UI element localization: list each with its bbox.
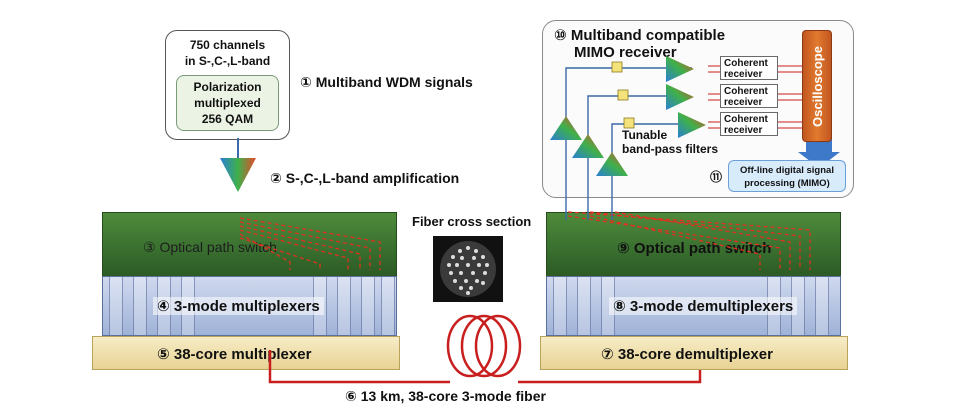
source-line-1: 750 channels — [189, 38, 266, 52]
mux3-label: ④ 3-mode multiplexers — [153, 297, 324, 315]
switch-left-label: ③ Optical path switch — [143, 239, 277, 255]
tunable-filters-label: Tunable band-pass filters — [622, 128, 718, 156]
receiver-title-1: ⑩ Multiband compatible — [554, 27, 726, 44]
optical-path-switch-left: ③ Optical path switch — [102, 212, 397, 278]
mux38-label: ⑤ 38-core multiplexer — [157, 346, 312, 363]
coherent-receiver-3-line1: Coherent — [724, 114, 768, 125]
fiber-cross-section-image — [433, 236, 503, 302]
modulation-line-2: multiplexed — [194, 96, 261, 110]
core-multiplexer: ⑤ 38-core multiplexer — [92, 336, 400, 370]
fiber-label: ⑥ 13 km, 38-core 3-mode fiber — [345, 388, 546, 404]
coherent-receiver-2: Coherent receiver — [720, 84, 778, 108]
switch-right-label: ⑨ Optical path switch — [617, 240, 772, 257]
source-to-amp-line — [237, 138, 239, 158]
core-demultiplexer: ⑦ 38-core demultiplexer — [540, 336, 848, 370]
offline-line-2: processing (MIMO) — [744, 178, 830, 189]
fiber-coil — [268, 314, 702, 384]
oscilloscope: Oscilloscope — [802, 30, 832, 142]
modulation-line-3: 256 QAM — [201, 112, 254, 126]
coherent-receiver-1: Coherent receiver — [720, 56, 778, 80]
tunable-line-2: band-pass filters — [622, 142, 719, 156]
fiber-cross-section-label: Fiber cross section — [412, 214, 532, 229]
right-switch-routing — [567, 211, 811, 270]
label-wdm-signals: ① Multiband WDM signals — [300, 74, 473, 90]
oscilloscope-label: Oscilloscope — [809, 45, 825, 127]
demux38-label: ⑦ 38-core demultiplexer — [601, 346, 773, 363]
signal-source-box: 750 channels in S-,C-,L-band Polarizatio… — [165, 30, 290, 140]
coherent-receiver-3: Coherent receiver — [720, 112, 778, 136]
modulation-line-1: Polarization — [193, 80, 262, 94]
offline-line-1: Off-line digital signal — [740, 165, 834, 176]
three-mode-demultiplexers: ⑧ 3-mode demultiplexers — [546, 276, 841, 336]
tunable-line-1: Tunable — [622, 128, 668, 142]
coherent-receiver-1-line1: Coherent — [724, 58, 768, 69]
label-amplification: ② S-,C-,L-band amplification — [270, 170, 460, 186]
three-mode-multiplexers: ④ 3-mode multiplexers — [102, 276, 397, 336]
receiver-title-2: MIMO receiver — [574, 44, 677, 61]
left-switch-routing — [239, 217, 381, 270]
offline-dsp-box: Off-line digital signal processing (MIMO… — [728, 160, 846, 192]
modulation-box: Polarization multiplexed 256 QAM — [176, 75, 279, 131]
amplifier-icon — [220, 158, 256, 192]
coherent-receiver-2-line2: receiver — [724, 97, 763, 108]
coherent-receiver-1-line2: receiver — [724, 69, 763, 80]
source-line-2: in S-,C-,L-band — [184, 54, 271, 68]
offline-number: ⑪ — [710, 170, 723, 184]
optical-path-switch-right: ⑨ Optical path switch — [546, 212, 841, 278]
coherent-receiver-3-line2: receiver — [724, 125, 763, 136]
coherent-receiver-2-line1: Coherent — [724, 86, 768, 97]
demux3-label: ⑧ 3-mode demultiplexers — [609, 297, 798, 315]
